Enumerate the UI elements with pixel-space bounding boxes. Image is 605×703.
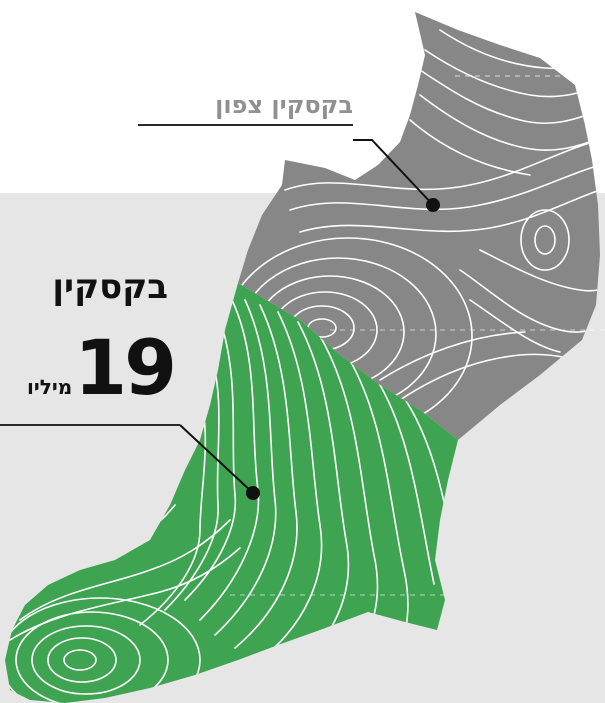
- north-contours: [238, 29, 600, 435]
- south-region-label: בקסקין: [52, 268, 168, 307]
- north-region-label: בקסקין צפון: [138, 92, 353, 127]
- south-region-unit: מיליו: [27, 375, 73, 399]
- south-region: [5, 283, 458, 703]
- south-label-underline: [0, 424, 180, 426]
- north-marker: [426, 198, 440, 212]
- south-region-value-group: מיליו19: [0, 330, 174, 426]
- south-marker: [246, 486, 260, 500]
- north-leader-line: [353, 139, 434, 206]
- south-leader-line: [179, 424, 254, 494]
- south-region-value: 19: [74, 330, 174, 412]
